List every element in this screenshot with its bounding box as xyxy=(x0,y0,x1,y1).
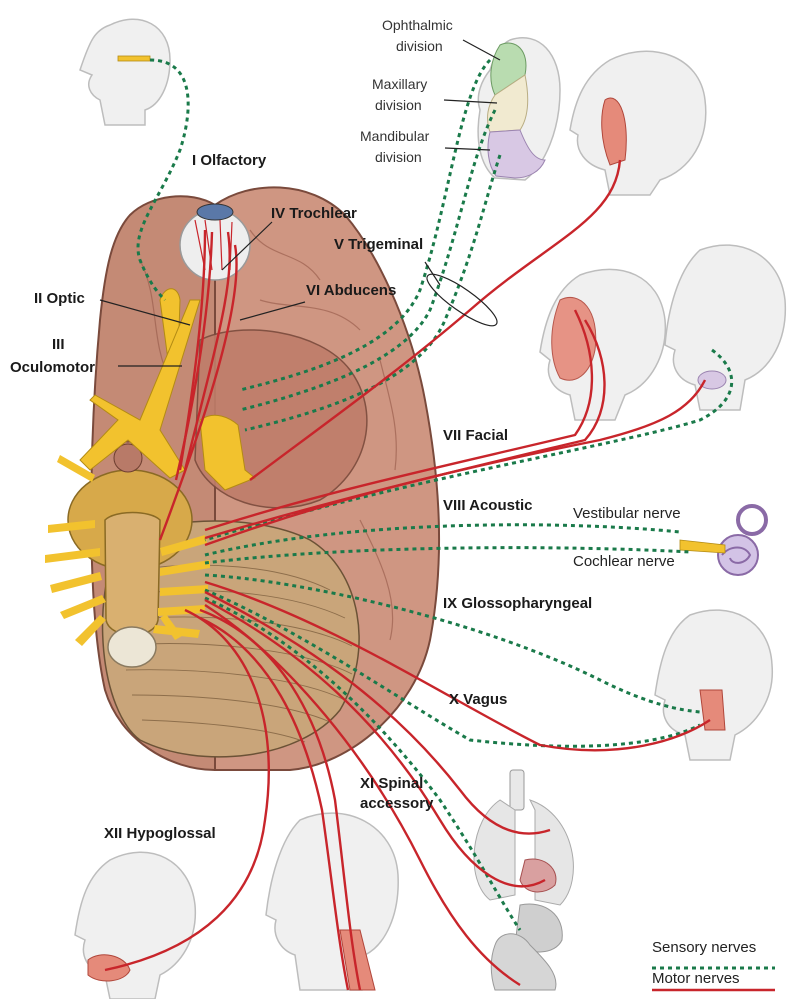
medulla xyxy=(105,513,160,636)
label-glossopharyngeal: IX Glossopharyngeal xyxy=(443,595,592,612)
label-mandibular-2: division xyxy=(375,149,422,165)
label-abducens: VI Abducens xyxy=(306,282,396,299)
label-trochlear: IV Trochlear xyxy=(271,205,357,222)
label-ophthalmic-1: Ophthalmic xyxy=(382,17,453,33)
label-optic: II Optic xyxy=(34,290,85,307)
label-spinal-accessory-2: accessory xyxy=(360,795,434,812)
label-vestibular-nerve: Vestibular nerve xyxy=(573,505,681,522)
acoustic-branch-labels: Vestibular nerve Cochlear nerve xyxy=(573,505,681,570)
label-vagus: X Vagus xyxy=(449,691,507,708)
taste-head xyxy=(665,245,785,410)
legend: Sensory nerves Motor nerves xyxy=(652,939,756,987)
label-cochlear-nerve: Cochlear nerve xyxy=(573,553,675,570)
olfactory-head xyxy=(80,19,170,125)
thoracic-organs xyxy=(474,770,573,990)
label-oculomotor-numeral: III xyxy=(52,336,65,353)
legend-motor-label: Motor nerves xyxy=(652,970,740,987)
label-facial: VII Facial xyxy=(443,427,508,444)
label-maxillary-2: division xyxy=(375,97,422,113)
label-trigeminal: V Trigeminal xyxy=(334,236,423,253)
spinal-cord-section xyxy=(108,627,156,667)
label-ophthalmic-2: division xyxy=(396,38,443,54)
label-acoustic: VIII Acoustic xyxy=(443,497,532,514)
trigeminal-division-labels: Ophthalmic division Maxillary division M… xyxy=(360,17,453,165)
masseter-head xyxy=(570,51,706,195)
inner-ear xyxy=(680,506,766,575)
neck-head xyxy=(266,813,398,990)
trigeminal-face xyxy=(478,38,560,180)
label-mandibular-1: Mandibular xyxy=(360,128,430,144)
label-spinal-accessory-1: XI Spinal xyxy=(360,775,423,792)
legend-sensory-label: Sensory nerves xyxy=(652,939,756,956)
label-oculomotor: Oculomotor xyxy=(10,359,95,376)
label-maxillary-1: Maxillary xyxy=(372,76,427,92)
tongue-head xyxy=(75,852,195,999)
label-olfactory: I Olfactory xyxy=(192,152,267,169)
label-hypoglossal: XII Hypoglossal xyxy=(104,825,216,842)
